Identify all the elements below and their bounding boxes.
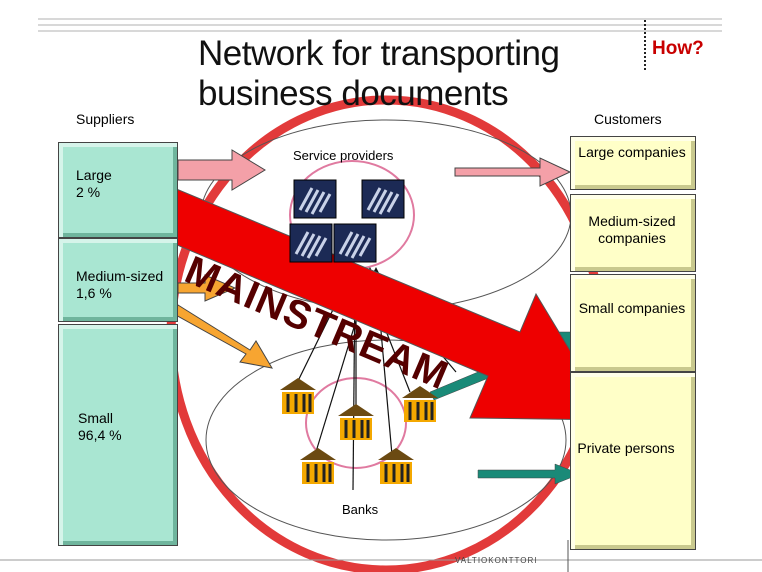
server-icon	[333, 223, 377, 263]
supplier-large-box	[58, 142, 178, 238]
bank-icon	[338, 404, 374, 440]
page-title: Network for transporting business docume…	[198, 34, 560, 114]
customer-small-label: Small companies	[578, 300, 686, 316]
supplier-small-name: Small	[78, 410, 114, 426]
supplier-medium-box	[58, 238, 178, 322]
supplier-small-box	[58, 324, 178, 546]
bank-icon	[280, 378, 316, 414]
bank-icon	[378, 448, 414, 484]
customers-heading: Customers	[594, 111, 662, 127]
server-icon	[293, 179, 337, 219]
server-icon	[289, 223, 333, 263]
customer-large-box	[570, 136, 696, 190]
title-line-1: Network for transporting	[198, 34, 560, 73]
medium-supplier-bank-arrow	[173, 304, 273, 369]
how-label: How?	[652, 38, 704, 59]
footer-logo: VALTIOKONTTORI	[455, 556, 538, 565]
supplier-small-label: Small 96,4 %	[78, 410, 122, 444]
customer-medium-box	[570, 194, 696, 272]
server-icon	[361, 179, 405, 219]
bank-icon	[300, 448, 336, 484]
header-stripe-bar	[38, 16, 722, 36]
supplier-large-name: Large	[76, 167, 112, 183]
service-provider-icons	[289, 179, 405, 263]
private-person-arrow	[477, 463, 581, 485]
supplier-medium-name: Medium-sized	[76, 268, 164, 284]
suppliers-heading: Suppliers	[76, 111, 135, 127]
bank-icon	[402, 386, 438, 422]
customer-small-box	[570, 274, 696, 372]
supplier-large-label: Large 2 %	[76, 167, 112, 201]
supplier-medium-label: Medium-sized 1,6 %	[76, 268, 163, 302]
customer-large-label: Large companies	[578, 144, 686, 160]
bank-zone	[205, 339, 567, 541]
medium-supplier-arrow	[177, 274, 237, 302]
large-supplier-arrow	[177, 149, 266, 191]
customer-medium-label: Medium-sized companies	[588, 213, 676, 246]
customer-private-label: Private persons	[577, 440, 675, 456]
title-line-2: business documents	[198, 74, 509, 113]
bank-icons	[280, 378, 438, 484]
supplier-medium-share: 1,6 %	[76, 285, 112, 301]
supplier-large-share: 2 %	[76, 184, 101, 200]
large-customer-arrow	[454, 157, 572, 187]
customer-private-box	[570, 372, 696, 550]
banks-label: Banks	[342, 502, 379, 517]
service-providers-label: Service providers	[293, 148, 394, 163]
supplier-small-share: 96,4 %	[78, 427, 122, 443]
